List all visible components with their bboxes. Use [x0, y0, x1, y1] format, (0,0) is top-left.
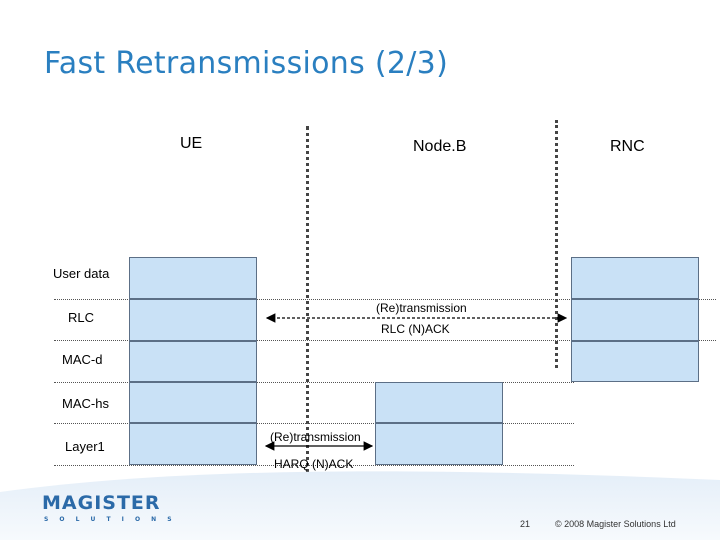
nodeb-layer1-box: [375, 423, 503, 465]
ue-mac-hs-box: [129, 382, 257, 423]
row-label-rlc: RLC: [68, 310, 95, 325]
row-separator: [54, 465, 574, 466]
copyright-text: © 2008 Magister Solutions Ltd: [555, 519, 676, 529]
logo-wordmark: MAGISTER: [42, 492, 161, 514]
ue-nodeb-boundary: [306, 126, 309, 498]
harq-arrow-bottom-label: HARQ (N)ACK: [274, 457, 354, 471]
node-label-nodeb: Node.B: [413, 138, 467, 155]
page-number: 21: [520, 519, 531, 529]
rlc-arrow-bottom-label: RLC (N)ACK: [381, 322, 450, 336]
page-title: Fast Retransmissions (2/3): [44, 46, 449, 81]
row-separator: [54, 423, 574, 424]
ue-rlc-box: [129, 299, 257, 341]
rlc-arrow-top-label: (Re)transmission: [376, 301, 467, 315]
node-label-rnc: RNC: [610, 138, 645, 155]
ue-layer1-box: [129, 423, 257, 465]
nodeb-mac-hs-box: [375, 382, 503, 423]
ue-mac-d-box: [129, 341, 257, 382]
rnc-user-data-box: [571, 257, 699, 299]
node-label-ue: UE: [180, 135, 203, 152]
rnc-mac-d-box: [571, 341, 699, 382]
logo-subtitle: S O L U T I O N S: [44, 516, 177, 523]
footer-swoosh: [0, 471, 720, 540]
ue-user-data-box: [129, 257, 257, 299]
row-label-layer1: Layer1: [65, 439, 105, 454]
row-separator: [54, 340, 716, 341]
row-separator: [54, 299, 716, 300]
magister-logo: MAGISTER S O L U T I O N S: [42, 492, 172, 528]
rnc-rlc-box: [571, 299, 699, 341]
row-label-mac-d: MAC-d: [62, 352, 103, 367]
harq-arrow-top-label: (Re)transmission: [270, 430, 361, 444]
row-label-mac-hs: MAC-hs: [62, 396, 109, 411]
row-separator: [54, 382, 574, 383]
nodeb-rnc-boundary: [555, 120, 558, 368]
row-label-user-data: User data: [53, 266, 110, 281]
